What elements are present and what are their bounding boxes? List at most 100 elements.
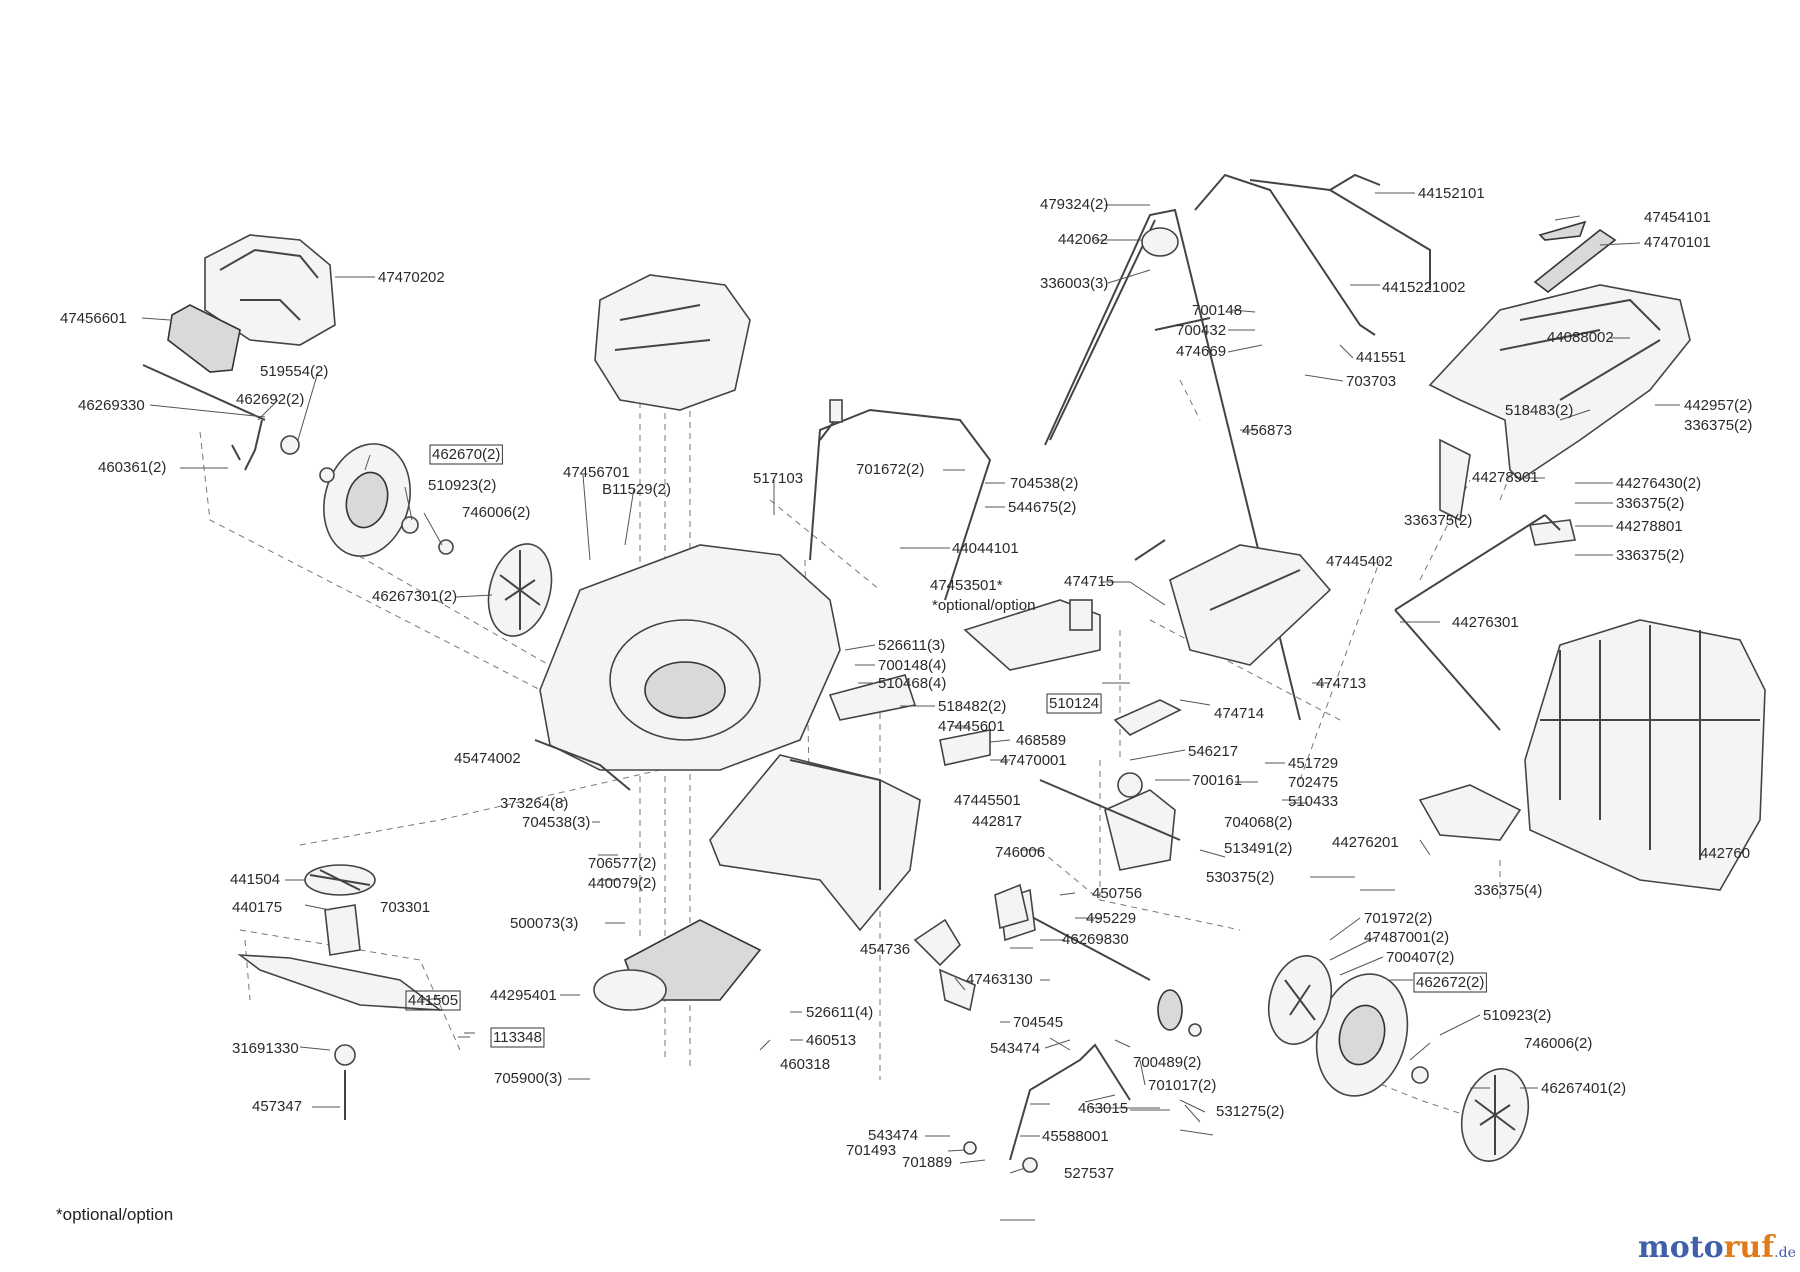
part-label: 543474 bbox=[868, 1127, 918, 1144]
part-label: 526611(4) bbox=[806, 1004, 873, 1021]
part-label: 704538(3) bbox=[522, 814, 590, 831]
part-label: 701972(2) bbox=[1364, 910, 1432, 927]
label-box bbox=[405, 990, 461, 1011]
part-label: 460361(2) bbox=[98, 459, 166, 476]
part-label: 700407(2) bbox=[1386, 949, 1454, 966]
part-label: 113348 bbox=[493, 1029, 542, 1046]
part-label: 450756 bbox=[1092, 885, 1142, 902]
part-label: 47454101 bbox=[1644, 209, 1711, 226]
part-label: 746006(2) bbox=[462, 504, 530, 521]
part-label: 47470202 bbox=[378, 269, 445, 286]
part-label: 701672(2) bbox=[856, 461, 924, 478]
part-label: 442062 bbox=[1058, 231, 1108, 248]
part-label: 440079(2) bbox=[588, 875, 656, 892]
part-label: 544675(2) bbox=[1008, 499, 1076, 516]
cable-clip-part bbox=[1141, 227, 1179, 257]
part-label: 46269830 bbox=[1062, 931, 1129, 948]
part-label: B11529(2) bbox=[602, 481, 671, 498]
part-label: 706577(2) bbox=[588, 855, 656, 872]
part-label: 546217 bbox=[1188, 743, 1238, 760]
part-label: 701889 bbox=[902, 1154, 952, 1171]
part-label: 442817 bbox=[972, 813, 1022, 830]
part-label: 519554(2) bbox=[260, 363, 328, 380]
label-box bbox=[1046, 693, 1102, 714]
drive-belt-part bbox=[1113, 699, 1182, 736]
part-label: 513491(2) bbox=[1224, 840, 1292, 857]
part-label: 518482(2) bbox=[938, 698, 1006, 715]
mulch-bracket-part bbox=[828, 674, 917, 721]
part-label: 44152101 bbox=[1418, 185, 1485, 202]
part-label: 44276201 bbox=[1332, 834, 1399, 851]
logo-part-3: .de bbox=[1774, 1245, 1796, 1261]
part-label: 336003(3) bbox=[1040, 275, 1108, 292]
part-label: 500073(3) bbox=[510, 915, 578, 932]
parts-drawing bbox=[142, 173, 1766, 1173]
part-label: 44088002 bbox=[1547, 329, 1614, 346]
part-label: 703301 bbox=[380, 899, 430, 916]
part-label: 336375(4) bbox=[1474, 882, 1542, 899]
part-label: 704538(2) bbox=[1010, 475, 1078, 492]
part-label: 543474 bbox=[990, 1040, 1040, 1057]
part-number-labels: 47470202 47456601 519554(2) 46269330 462… bbox=[60, 185, 1752, 1182]
part-label: 704068(2) bbox=[1224, 814, 1292, 831]
part-label: 530375(2) bbox=[1206, 869, 1274, 886]
part-label: 44278901 bbox=[1472, 469, 1539, 486]
part-label: 373264(8) bbox=[500, 795, 568, 812]
part-label: 47453501* bbox=[930, 577, 1003, 594]
part-label: 705900(3) bbox=[494, 1070, 562, 1087]
part-label: 510923(2) bbox=[428, 477, 496, 494]
part-label: 527537 bbox=[1064, 1165, 1114, 1182]
part-label: 474714 bbox=[1214, 705, 1264, 722]
part-label: 701017(2) bbox=[1148, 1077, 1216, 1094]
part-label: *optional/option bbox=[932, 597, 1035, 614]
part-label: 510923(2) bbox=[1483, 1007, 1551, 1024]
label-box bbox=[490, 1027, 545, 1048]
collector-top-part bbox=[594, 274, 751, 411]
label-box bbox=[429, 444, 503, 465]
label-box bbox=[1413, 972, 1487, 993]
part-label: 456873 bbox=[1242, 422, 1292, 439]
part-label: 460513 bbox=[806, 1032, 856, 1049]
part-label: 442957(2) bbox=[1684, 397, 1752, 414]
part-label: 457347 bbox=[252, 1098, 302, 1115]
part-label: 700148 bbox=[1192, 302, 1242, 319]
front-flap-part bbox=[167, 304, 241, 373]
logo-part-2: ruf bbox=[1723, 1230, 1775, 1265]
part-label: 462692(2) bbox=[236, 391, 304, 408]
part-label: 474669 bbox=[1176, 343, 1226, 360]
part-label: 47445601 bbox=[938, 718, 1005, 735]
part-label: 746006 bbox=[995, 844, 1045, 861]
part-label: 703703 bbox=[1346, 373, 1396, 390]
part-label: 47445402 bbox=[1326, 553, 1393, 570]
part-label: 44276430(2) bbox=[1616, 475, 1701, 492]
part-label: 517103 bbox=[753, 470, 803, 487]
part-label: 45588001 bbox=[1042, 1128, 1109, 1145]
part-label: 45474002 bbox=[454, 750, 521, 767]
gearbox-part bbox=[1104, 789, 1176, 871]
part-label: 46267301(2) bbox=[372, 588, 457, 605]
axle-bracket-part bbox=[994, 883, 1029, 930]
part-label: 700148(4) bbox=[878, 657, 946, 674]
part-label: 700432 bbox=[1176, 322, 1226, 339]
grass-bag-part bbox=[1524, 619, 1766, 891]
part-label: 451729 bbox=[1288, 755, 1338, 772]
part-label: 46267401(2) bbox=[1541, 1080, 1626, 1097]
part-label: 702475 bbox=[1288, 774, 1338, 791]
mulch-plug-part bbox=[1169, 544, 1332, 666]
part-label: 462670(2) bbox=[432, 446, 500, 463]
height-adjust-lever-part bbox=[1009, 1043, 1131, 1161]
part-label: 44276301 bbox=[1452, 614, 1519, 631]
part-label: 704545 bbox=[1013, 1014, 1063, 1031]
part-label: 746006(2) bbox=[1524, 1035, 1592, 1052]
part-label: 495229 bbox=[1086, 910, 1136, 927]
part-label: 510433 bbox=[1288, 793, 1338, 810]
leader-lines bbox=[141, 192, 1680, 1221]
part-label: 700161 bbox=[1192, 772, 1242, 789]
logo-part-1: moto bbox=[1638, 1230, 1724, 1265]
part-label: 441505 bbox=[408, 992, 458, 1009]
part-label: 454736 bbox=[860, 941, 910, 958]
part-label: 468589 bbox=[1016, 732, 1066, 749]
part-label: 47456701 bbox=[563, 464, 630, 481]
watermark-logo: motoruf.de bbox=[1638, 1230, 1796, 1265]
part-label: 44295401 bbox=[490, 987, 557, 1004]
